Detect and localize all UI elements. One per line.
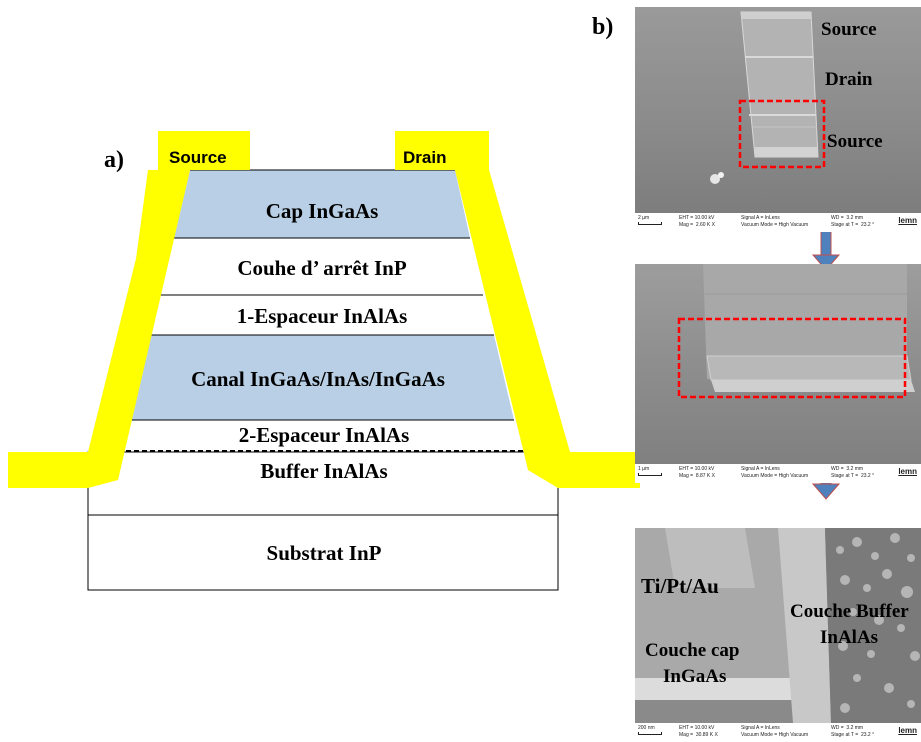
- panel-b-label: b): [592, 14, 614, 40]
- substrate-layer-label: Substrat InP: [267, 541, 382, 565]
- sem-image-2-structure: [677, 264, 915, 399]
- drain-contact-label: Drain: [403, 148, 446, 167]
- sem2-scale: 1 µm: [638, 466, 650, 472]
- cap-layer: [174, 170, 470, 238]
- sem2-wd: WD = 3.2 mm: [831, 466, 864, 472]
- sem2-eht: EHT = 10.00 kV: [679, 466, 715, 472]
- sem3-buffer-label-line1: Couche Buffer: [790, 601, 909, 622]
- source-contact-leg: [10, 131, 190, 488]
- sem1-source-top-label: Source: [821, 19, 877, 40]
- lemn-logo-2: lemn: [898, 467, 917, 476]
- cap-layer-label: Cap InGaAs: [266, 199, 379, 223]
- sem-image-2: 1 µm EHT = 10.00 kV Mag = 8.87 K X Signa…: [635, 264, 921, 483]
- sem3-buffer-label-line2: InAlAs: [820, 627, 879, 648]
- sem1-source-bottom-label: Source: [827, 131, 883, 152]
- sem-image-2-info-bar: 1 µm EHT = 10.00 kV Mag = 8.87 K X Signa…: [635, 464, 921, 483]
- sem2-stage: Stage at T = 23.2 °: [831, 473, 875, 479]
- sem-image-1: Source Drain Source 2 µm EHT = 10.00 kV …: [635, 7, 921, 232]
- sem2-signal: Signal A = InLens: [741, 466, 780, 472]
- sem-image-3-info-bar: 200 nm EHT = 10.00 kV Mag = 30.89 K X Si…: [635, 723, 921, 742]
- roi-box-2: [677, 317, 907, 399]
- sem1-eht: EHT = 10.00 kV: [679, 215, 715, 221]
- sem1-wd: WD = 3.2 mm: [831, 215, 864, 221]
- sem3-signal: Signal A = InLens: [741, 725, 780, 731]
- sem3-scale: 200 nm: [638, 725, 655, 731]
- sem1-scale-bar: [638, 222, 662, 225]
- spacer1-layer-label: 1-Espaceur InAlAs: [237, 304, 408, 328]
- sem-image-3-structure: [635, 528, 921, 723]
- sem3-cap-label-line1: Couche cap: [645, 640, 740, 661]
- lemn-logo-3: lemn: [898, 726, 917, 735]
- sem3-eht: EHT = 10.00 kV: [679, 725, 715, 731]
- channel-layer-label: Canal InGaAs/InAs/InGaAs: [191, 367, 445, 391]
- sem1-drain-label: Drain: [825, 69, 873, 90]
- spacer2-layer-label: 2-Espaceur InAlAs: [239, 423, 410, 447]
- source-contact-label: Source: [169, 148, 227, 167]
- sem-image-1-info-bar: 2 µm EHT = 10.00 kV Mag = 2.60 K X Signa…: [635, 213, 921, 232]
- sem1-stage: Stage at T = 23.2 °: [831, 222, 875, 228]
- sem-image-3: Ti/Pt/Au Couche cap InGaAs Couche Buffer…: [635, 528, 921, 742]
- sem1-scale: 2 µm: [638, 215, 650, 221]
- sem1-signal: Signal A = InLens: [741, 215, 780, 221]
- sem-image-1-structure: [710, 11, 826, 184]
- sem2-vacuum: Vacuum Mode = High Vacuum: [741, 473, 809, 479]
- sem3-metal-label: Ti/Pt/Au: [641, 574, 719, 598]
- buffer-layer-label: Buffer InAlAs: [260, 459, 387, 483]
- channel-layer: [124, 335, 514, 420]
- sem1-mag: Mag = 2.60 K X: [679, 222, 715, 228]
- sem1-vacuum: Vacuum Mode = High Vacuum: [741, 222, 809, 228]
- sem3-vacuum: Vacuum Mode = High Vacuum: [741, 732, 809, 738]
- drain-contact-leg: [455, 131, 640, 488]
- sem2-scale-bar: [638, 473, 662, 476]
- buffer-substrate-box: [87, 451, 559, 591]
- sem3-scale-bar: [638, 732, 662, 735]
- sem3-cap-label-line2: InGaAs: [663, 666, 727, 687]
- lemn-logo-1: lemn: [898, 216, 917, 225]
- roi-box-1: [738, 99, 826, 169]
- sem3-stage: Stage at T = 23.2 °: [831, 732, 875, 738]
- sem3-wd: WD = 3.2 mm: [831, 725, 864, 731]
- sem2-mag: Mag = 8.87 K X: [679, 473, 715, 479]
- panel-a-label: a): [104, 147, 124, 173]
- sem3-mag: Mag = 30.89 K X: [679, 732, 718, 738]
- etch-stop-layer-label: Couhe d’ arrêt InP: [237, 256, 407, 280]
